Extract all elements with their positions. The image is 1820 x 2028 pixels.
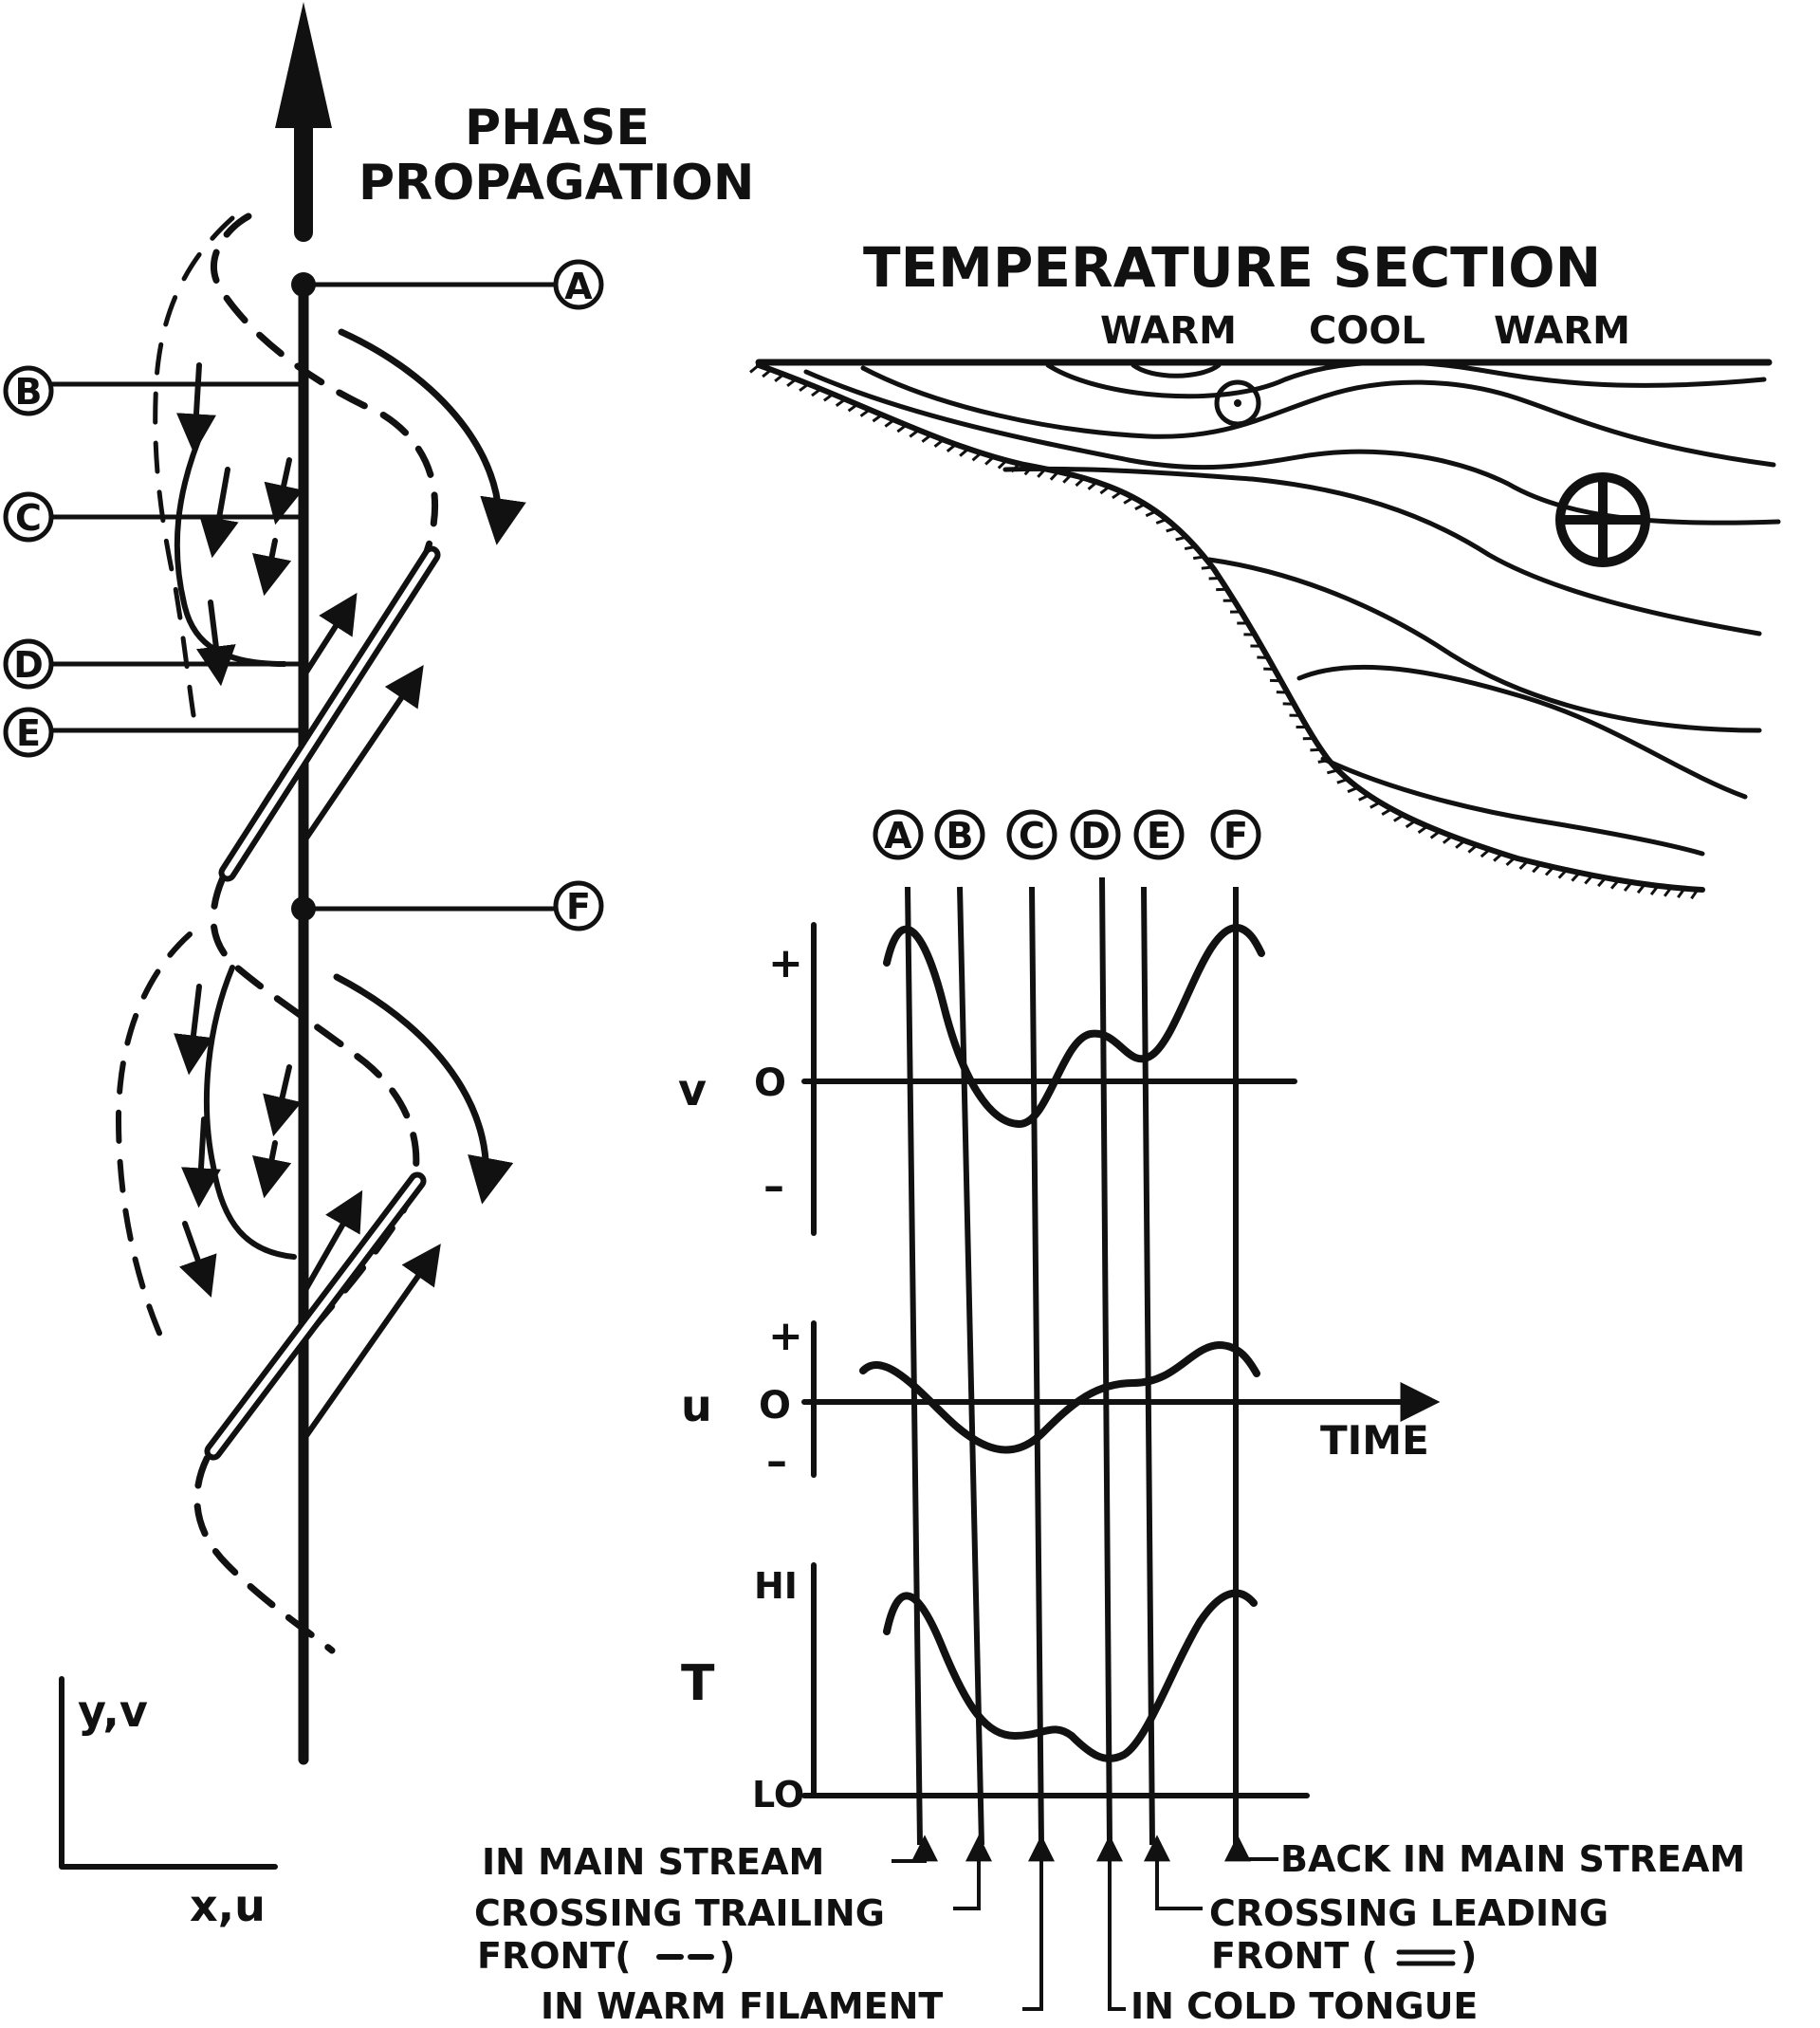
marker-a-left: A (553, 259, 604, 310)
meander-schematic (49, 212, 556, 1765)
annotation-back-main: BACK IN MAIN STREAM (1280, 1838, 1745, 1880)
y-axis-label: y,v (78, 1686, 148, 1737)
phase-propagation-arrow (275, 2, 332, 242)
annotation-main-stream: IN MAIN STREAM (482, 1841, 824, 1883)
marker-f-top: F (1210, 809, 1261, 860)
annotation-leading-1: CROSSING LEADING (1209, 1892, 1609, 1934)
u-panel-label: u (681, 1380, 712, 1431)
t-panel (801, 1562, 1310, 1798)
marker-c-left: C (3, 491, 54, 543)
v-tick-plus: + (768, 939, 803, 987)
svg-text:B: B (947, 815, 974, 857)
annotation-leading-close: ) (1461, 1935, 1477, 1977)
label-cool: COOL (1309, 309, 1425, 353)
v-panel-label: v (678, 1064, 707, 1115)
u-tick-minus: – (766, 1437, 787, 1485)
label-warm-left: WARM (1100, 309, 1237, 353)
v-tick-zero: O (754, 1061, 786, 1105)
marker-e-top: E (1133, 809, 1185, 860)
marker-d-left: D (3, 638, 54, 690)
annotation-trailing-close: ) (719, 1935, 735, 1977)
annotation-warm-filament: IN WARM FILAMENT (541, 1985, 943, 2027)
coordinate-axes (59, 1676, 278, 1870)
t-tick-hi: HI (754, 1565, 798, 1607)
svg-text:E: E (1147, 815, 1171, 857)
marker-c-top: C (1006, 809, 1057, 860)
annotation-pointers (892, 1834, 1278, 2011)
time-series-markers: A B C D E F (873, 809, 1261, 860)
svg-text:C: C (1019, 815, 1045, 857)
time-axis-label: TIME (1320, 1417, 1429, 1464)
t-panel-label: T (681, 1655, 715, 1712)
label-warm-right: WARM (1494, 309, 1630, 353)
svg-text:E: E (16, 712, 41, 754)
annotation-trailing-1: CROSSING TRAILING (474, 1892, 885, 1934)
marker-a-top: A (873, 809, 924, 860)
annotation-leading-2: FRONT ( (1211, 1935, 1378, 1977)
u-tick-plus: + (768, 1312, 803, 1360)
annotation-cold-tongue: IN COLD TONGUE (1131, 1985, 1478, 2027)
phase-label-line2: PROPAGATION (358, 155, 754, 212)
temperature-section-title: TEMPERATURE SECTION (863, 235, 1601, 300)
u-panel (801, 1320, 1441, 1478)
v-panel (801, 922, 1297, 1236)
svg-text:A: A (564, 266, 593, 307)
x-axis-label: x,u (190, 1880, 266, 1931)
v-tick-minus: – (763, 1162, 784, 1210)
svg-text:D: D (13, 644, 44, 686)
svg-text:F: F (566, 886, 591, 928)
temperature-section-plot (749, 359, 1781, 900)
time-lines (905, 876, 1239, 1846)
marker-b-top: B (934, 809, 985, 860)
t-tick-lo: LO (752, 1774, 804, 1816)
svg-text:F: F (1223, 815, 1248, 857)
marker-b-left: B (3, 365, 54, 416)
u-tick-zero: O (759, 1384, 791, 1428)
leading-front-double-symbol (1396, 1949, 1456, 1966)
svg-text:C: C (15, 497, 42, 539)
marker-d-top: D (1070, 809, 1121, 860)
annotation-trailing-2: FRONT( (477, 1935, 632, 1977)
svg-text:A: A (884, 815, 912, 857)
svg-text:B: B (15, 371, 43, 413)
marker-f-left: F (553, 880, 604, 931)
marker-e-left: E (3, 707, 54, 758)
svg-text:D: D (1080, 815, 1111, 857)
phase-label-line1: PHASE (465, 100, 650, 157)
